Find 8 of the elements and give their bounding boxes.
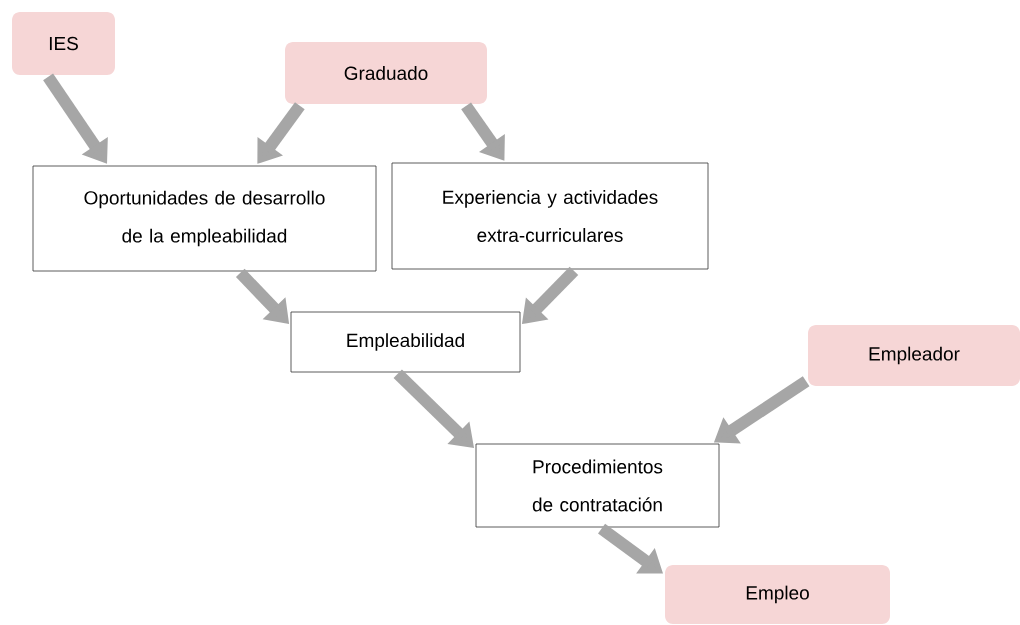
process-box: Experiencia y actividades extra-curriculares (391, 162, 709, 270)
dotted-box: Empleo (665, 565, 890, 624)
process-box: Oportunidades de desarrollo de la empleabilidad (32, 165, 377, 272)
process-box: Empleabilidad (290, 311, 521, 373)
process-box: Procedimientos de contratación (475, 443, 720, 528)
dotted-box: Graduado (285, 42, 487, 104)
dotted-box: IES (12, 12, 115, 75)
dotted-box: Empleador (808, 325, 1020, 386)
